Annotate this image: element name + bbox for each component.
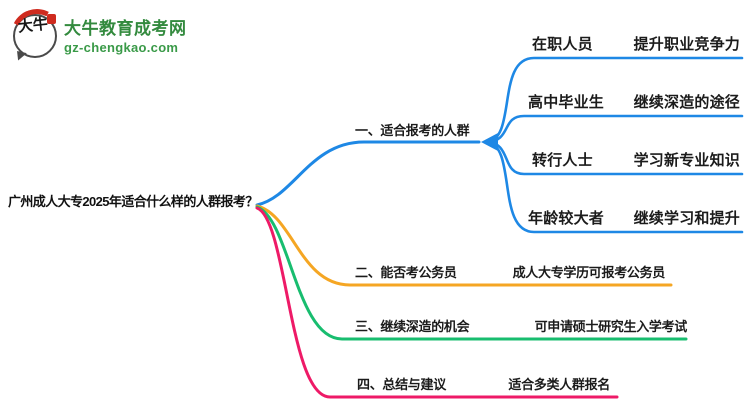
branch1-child1-right-label: 提升职业竞争力: [633, 36, 740, 53]
branch1-label: 一、适合报考的人群: [355, 123, 470, 138]
branch1-child2-left-label: 高中毕业生: [528, 94, 605, 111]
logo-seal-icon: [47, 14, 56, 24]
branch4-curve: [255, 206, 619, 399]
branch2-curve: [255, 204, 673, 287]
branch4-value-label: 适合多类人群报名: [508, 377, 610, 392]
logo-bubble-tail: [15, 51, 27, 62]
site-name: 大牛教育成考网: [64, 19, 187, 38]
branch3-value-label: 可申请硕士研究生入学考试: [534, 319, 688, 334]
logo-badge-icon: 大牛: [4, 2, 70, 68]
branch2-value-label: 成人大专学历可报考公务员: [512, 265, 666, 280]
branch1-curve: [255, 140, 481, 207]
site-url: gz-chengkao.com: [64, 40, 179, 55]
branch2-label: 二、能否考公务员: [355, 265, 457, 280]
branch1-child3-right-label: 学习新专业知识: [633, 152, 740, 169]
branch1-child2-curve: [485, 114, 744, 144]
branch1-child4-left-label: 年龄较大者: [528, 210, 605, 227]
site-logo: 大牛 大牛教育成考网 gz-chengkao.com: [4, 2, 187, 68]
root-node-title: 广州成人大专2025年适合什么样的人群报考？: [8, 194, 258, 209]
branch1-child1-left-label: 在职人员: [532, 36, 593, 53]
branch3-label: 三、继续深造的机会: [355, 319, 470, 334]
branch3-curve: [255, 205, 688, 341]
branch1-child4-right-label: 继续学习和提升: [633, 210, 740, 227]
branch4-label: 四、总结与建议: [357, 377, 446, 392]
branch1-arrowhead-icon: [481, 133, 498, 151]
branch1-child2-right-label: 继续深造的途径: [633, 94, 740, 111]
logo-text-block: 大牛教育成考网 gz-chengkao.com: [64, 10, 187, 55]
branch1-child3-left-label: 转行人士: [532, 152, 593, 169]
